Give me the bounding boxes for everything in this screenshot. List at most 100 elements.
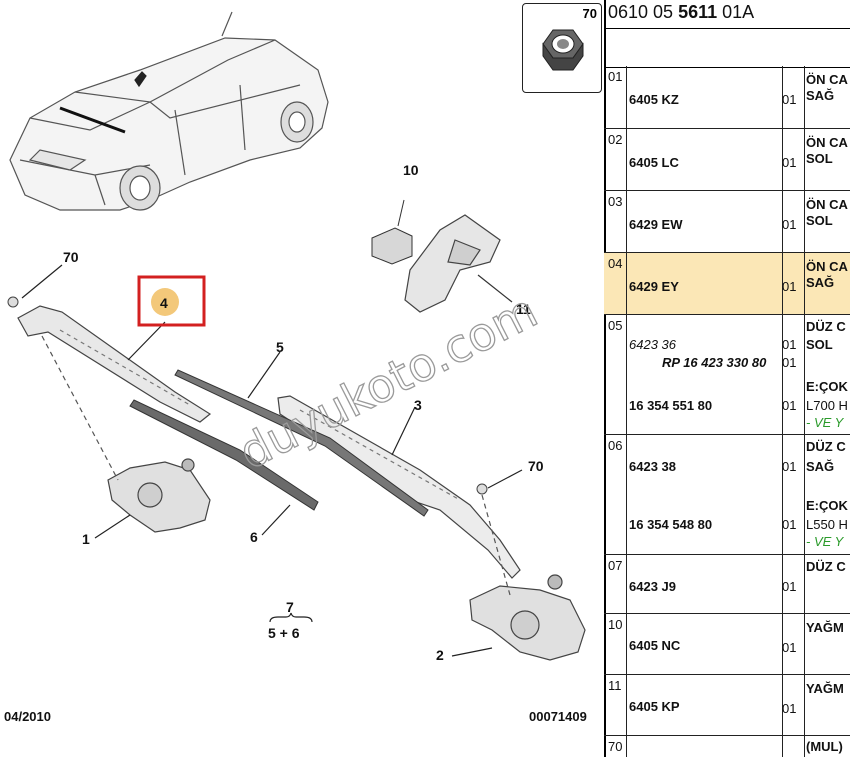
description: DÜZ C — [806, 439, 846, 454]
part-reference[interactable]: 6423 38 — [629, 459, 676, 474]
quantity: 01 — [782, 579, 797, 594]
description: YAĞM — [806, 620, 844, 635]
parts-table — [604, 0, 850, 757]
callout-2: 2 — [436, 647, 444, 663]
description-side: SAĞ — [806, 88, 835, 103]
quantity: 01 — [782, 337, 797, 352]
callout-5: 5 — [276, 339, 284, 355]
row-index: 10 — [608, 617, 623, 632]
quantity: 01 — [782, 217, 797, 232]
part-reference-old[interactable]: 6423 36 — [629, 337, 676, 352]
part-reference[interactable]: 16 354 551 80 — [629, 398, 713, 413]
description: ÖN CA — [806, 197, 848, 212]
part-reference[interactable]: 6429 EW — [629, 217, 683, 232]
part-reference[interactable]: 6405 LC — [629, 155, 679, 170]
row-index: 06 — [608, 438, 623, 453]
callout-10: 10 — [403, 162, 419, 178]
wiper-blade-5 — [174, 369, 429, 517]
description-option: E:ÇOK — [806, 498, 848, 513]
quantity-alt: 01 — [782, 517, 797, 532]
description-side: SAĞ — [806, 459, 835, 474]
table-row[interactable]: 03 6429 EW 01 ÖN CA SOL — [604, 191, 850, 253]
callout-7-brace — [269, 612, 313, 623]
part-reference[interactable]: 6429 EY — [629, 279, 679, 294]
diagram-number: 00071409 — [529, 709, 587, 724]
callout-4: 4 — [160, 295, 168, 311]
table-row[interactable]: 02 6405 LC 01 ÖN CA SOL — [604, 129, 850, 191]
watermark: duyukoto.com — [230, 284, 545, 480]
table-row[interactable]: 06 6423 38 16 354 548 80 01 01 DÜZ C SAĞ… — [604, 435, 850, 555]
row-index: 05 — [608, 318, 623, 333]
description: ÖN CA — [806, 72, 848, 87]
part-reference[interactable]: 6405 KZ — [629, 92, 679, 107]
quantity-replacement: 01 — [782, 355, 797, 370]
row-index: 01 — [608, 69, 623, 84]
table-row[interactable]: 11 6405 KP 01 YAĞM — [604, 675, 850, 736]
description-note: - VE Y — [806, 534, 844, 549]
callout-6: 6 — [250, 529, 258, 545]
row-index: 70 — [608, 739, 623, 754]
quantity: 01 — [782, 155, 797, 170]
description: ÖN CA — [806, 259, 848, 274]
row-index: 03 — [608, 194, 623, 209]
sensor-bracket-11 — [404, 214, 513, 313]
description: DÜZ C — [806, 319, 846, 334]
part-reference[interactable]: 6423 J9 — [629, 579, 676, 594]
part-group-code: 0610 05 5611 01A — [608, 2, 755, 22]
wiper-motor-2 — [469, 494, 586, 661]
callout-70-left: 70 — [63, 249, 79, 265]
description-side: SAĞ — [806, 275, 835, 290]
row-index: 04 — [608, 256, 623, 271]
replacement-reference[interactable]: RP 16 423 330 80 — [662, 355, 767, 370]
row-index: 07 — [608, 558, 623, 573]
description-length: L700 H — [806, 398, 848, 413]
nut-70-right — [476, 483, 488, 495]
quantity: 01 — [782, 640, 797, 655]
callout-7: 7 — [286, 599, 294, 615]
diagram-date: 04/2010 — [4, 709, 51, 724]
part-reference[interactable]: 6405 NC — [629, 638, 681, 653]
description-note: - VE Y — [806, 415, 844, 430]
description: DÜZ C — [806, 559, 846, 574]
part-70-thumbnail[interactable]: 70 — [522, 3, 602, 93]
part-reference-alt[interactable]: 16 354 548 80 — [629, 517, 713, 532]
callout-1: 1 — [82, 531, 90, 547]
parts-diagram: 70 4 10 11 5 3 70 1 6 7 5 + 6 2 duyukoto… — [4, 11, 587, 724]
quantity: 01 — [782, 92, 797, 107]
rain-sensor-10 — [371, 199, 413, 265]
table-row[interactable]: 01 6405 KZ 01 ÖN CA SAĞ — [604, 66, 850, 129]
quantity-alt: 01 — [782, 398, 797, 413]
description-option: E:ÇOK — [806, 379, 848, 394]
table-row[interactable]: 05 6423 36 RP 16 423 330 80 16 354 551 8… — [604, 315, 850, 435]
leader-lines — [21, 264, 523, 657]
car-illustration — [9, 11, 329, 211]
description: (MUL) — [806, 739, 843, 754]
wiper-blade-6 — [129, 399, 319, 511]
table-row[interactable]: 70 (MUL) — [604, 736, 850, 757]
description-length: L550 H — [806, 517, 848, 532]
wiper-linkage-4 — [17, 305, 212, 423]
hex-nut-icon — [542, 29, 584, 71]
table-header-band — [604, 28, 850, 68]
quantity: 01 — [782, 701, 797, 716]
callout-11: 11 — [516, 301, 531, 317]
nut-70-left — [7, 296, 19, 308]
description-side: SOL — [806, 337, 833, 352]
table-row-selected[interactable]: 04 6429 EY 01 ÖN CA SAĞ — [604, 253, 850, 315]
description-side: SOL — [806, 213, 833, 228]
description: YAĞM — [806, 681, 844, 696]
callout-badge-4 — [151, 288, 179, 316]
quantity: 01 — [782, 459, 797, 474]
callout-5-plus-6: 5 + 6 — [268, 625, 300, 641]
description: ÖN CA — [806, 135, 848, 150]
part-reference[interactable]: 6405 KP — [629, 699, 680, 714]
quantity: 01 — [782, 279, 797, 294]
row-index: 02 — [608, 132, 623, 147]
thumbnail-label: 70 — [582, 6, 597, 21]
description-side: SOL — [806, 151, 833, 166]
callout-3: 3 — [414, 397, 422, 413]
table-row[interactable]: 10 6405 NC 01 YAĞM — [604, 614, 850, 675]
table-row[interactable]: 07 6423 J9 01 DÜZ C — [604, 555, 850, 614]
callout-70-right: 70 — [528, 458, 544, 474]
wiper-motor-1 — [41, 335, 211, 533]
